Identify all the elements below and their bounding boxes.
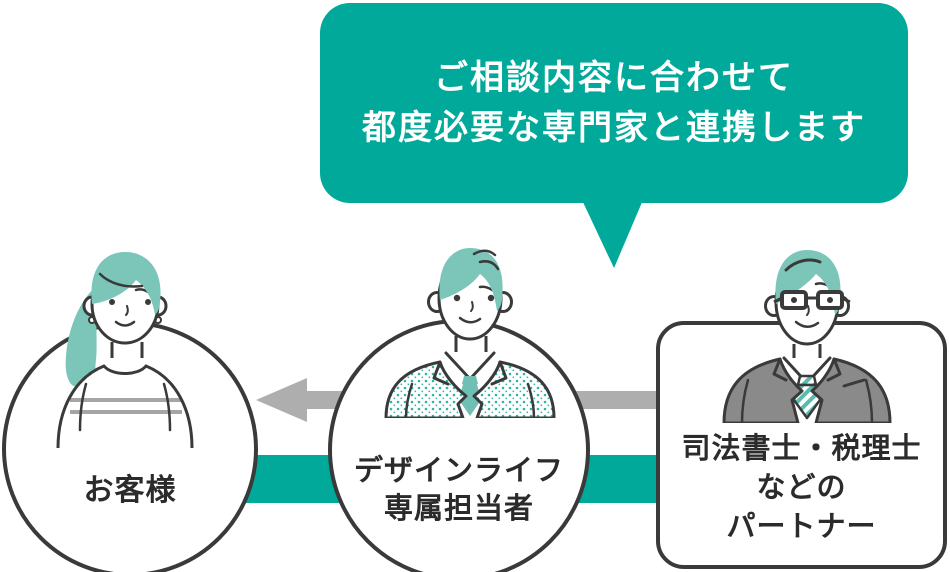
partner-hair bbox=[775, 250, 841, 315]
partner-man-illustration-icon bbox=[722, 250, 892, 423]
staff-dotted-suit bbox=[384, 360, 556, 418]
speech-bubble-tail bbox=[582, 200, 643, 268]
partner-glasses-icon bbox=[773, 290, 851, 310]
speech-bubble-line2: 都度必要な専門家と連携します bbox=[362, 109, 866, 147]
speech-bubble: ご相談内容に合わせて 都度必要な専門家と連携します bbox=[320, 3, 908, 203]
partner-label-line3: パートナー bbox=[726, 511, 877, 543]
staff-label-line1: デザインライフ bbox=[353, 455, 564, 487]
woman-neck bbox=[110, 342, 144, 358]
partner-label: 司法書士・税理士 などの パートナー bbox=[666, 430, 937, 547]
partner-gray-suit bbox=[722, 357, 892, 423]
staff-label-line2: 専属担当者 bbox=[383, 493, 534, 525]
staff-teal-tie bbox=[459, 376, 481, 416]
staff-circle bbox=[328, 319, 590, 572]
customer-label-text: お客様 bbox=[83, 474, 177, 507]
woman-bangs-hair bbox=[91, 252, 161, 315]
partner-label-line1: 司法書士・税理士 bbox=[681, 433, 922, 465]
staff-label: デザインライフ 専属担当者 bbox=[349, 452, 569, 528]
speech-bubble-line1: ご相談内容に合わせて bbox=[434, 59, 794, 97]
staff-man-illustration-icon bbox=[384, 248, 556, 418]
staff-hair bbox=[439, 248, 503, 311]
partner-rounded-box bbox=[656, 321, 947, 569]
customer-woman-illustration-icon bbox=[56, 252, 194, 448]
customer-label: お客様 bbox=[40, 474, 220, 508]
woman-striped-top bbox=[56, 364, 194, 448]
partner-label-line2: などの bbox=[756, 472, 847, 504]
